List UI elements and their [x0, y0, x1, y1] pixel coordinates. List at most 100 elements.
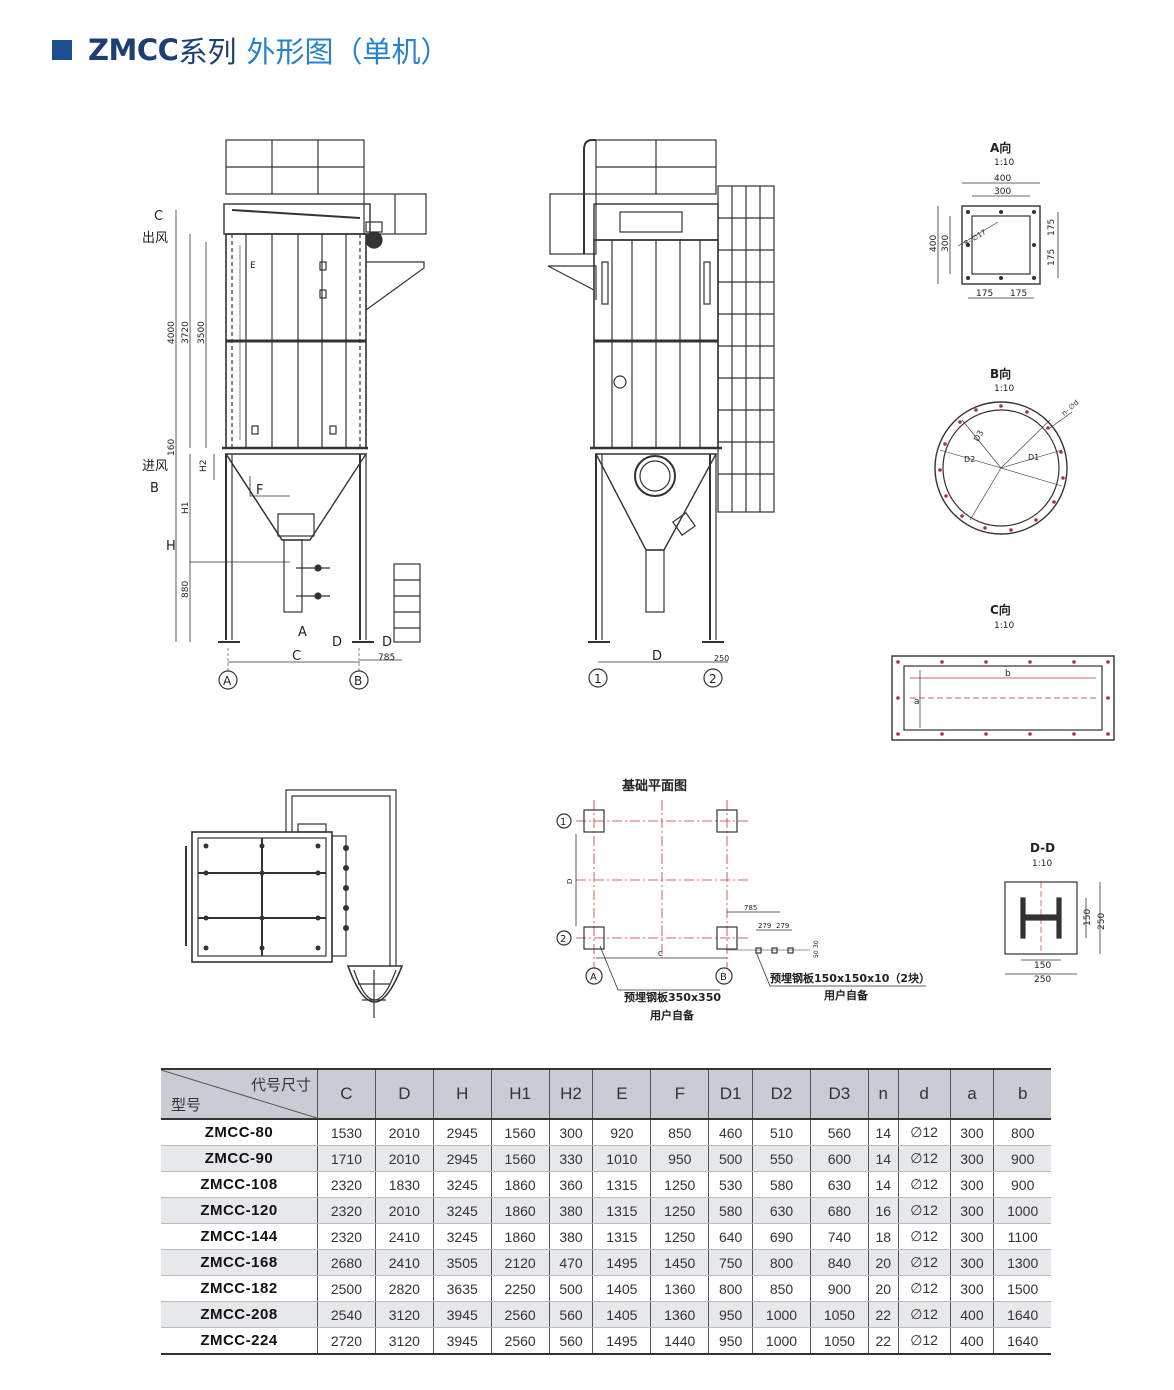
view-c-scale: 1:10: [994, 621, 1014, 631]
foundation-note1b: 用户自备: [650, 1008, 695, 1022]
value-cell: 920: [592, 1119, 651, 1146]
value-cell: 470: [548, 1249, 593, 1276]
value-cell: 2250: [490, 1275, 550, 1302]
corner-bottom-label: 型号: [171, 1097, 202, 1114]
value-cell: 14: [867, 1145, 899, 1172]
value-cell: 360: [548, 1171, 593, 1198]
foundation-axis-2: 2: [560, 934, 566, 945]
column-header: d: [897, 1068, 950, 1120]
value-cell: 1860: [490, 1171, 550, 1198]
value-cell: 3635: [432, 1275, 492, 1302]
model-cell: ZMCC-168: [161, 1249, 318, 1276]
model-cell: ZMCC-90: [161, 1145, 318, 1172]
value-cell: 3245: [432, 1223, 492, 1250]
foundation-note2a: 预埋钢板150x150x10（2块）: [770, 971, 930, 985]
spec-table: 代号尺寸 型号 C D H H1 H2 E F D1 D2 D3 n d a b…: [161, 1068, 1051, 1355]
view-a-175-h1: 175: [976, 289, 993, 299]
view-a-175-v2: 175: [1047, 249, 1057, 266]
value-cell: 14: [867, 1119, 899, 1146]
view-dd-250: 250: [1034, 975, 1051, 985]
view-dd-title: D-D: [1030, 841, 1055, 855]
value-cell: 300: [949, 1171, 994, 1198]
axis-B: B: [354, 674, 362, 688]
value-cell: 900: [809, 1275, 869, 1302]
value-cell: 1360: [650, 1275, 709, 1302]
value-cell: 1250: [650, 1171, 709, 1198]
value-cell: 400: [949, 1327, 994, 1355]
value-cell: 3945: [432, 1301, 492, 1328]
value-cell: 1315: [592, 1223, 651, 1250]
value-cell: 560: [548, 1327, 593, 1355]
value-cell: 14: [867, 1171, 899, 1198]
view-b-title: B向: [990, 366, 1011, 381]
dim-E: E: [250, 261, 256, 271]
value-cell: 2540: [317, 1301, 376, 1328]
value-cell: 1830: [374, 1171, 434, 1198]
value-cell: 300: [949, 1197, 994, 1224]
model-cell: ZMCC-80: [161, 1119, 318, 1146]
value-cell: 1010: [592, 1145, 651, 1172]
view-dd-150: 150: [1034, 961, 1051, 971]
view-c-b: b: [1005, 669, 1011, 679]
value-cell: ∅12: [897, 1301, 950, 1328]
plan-view: [185, 789, 404, 1018]
value-cell: 300: [949, 1249, 994, 1276]
value-cell: 2320: [317, 1171, 376, 1198]
value-cell: 630: [752, 1197, 811, 1224]
value-cell: 580: [752, 1171, 811, 1198]
value-cell: ∅12: [897, 1249, 950, 1276]
value-cell: ∅12: [897, 1119, 950, 1146]
value-cell: 630: [809, 1171, 869, 1198]
value-cell: 1495: [592, 1327, 651, 1355]
value-cell: 300: [949, 1119, 994, 1146]
value-cell: 1405: [592, 1301, 651, 1328]
value-cell: 510: [752, 1119, 811, 1146]
value-cell: 1250: [650, 1223, 709, 1250]
dim-C: C: [292, 649, 301, 664]
title-model: ZMCC: [88, 33, 179, 67]
value-cell: 22: [867, 1327, 899, 1355]
dim-H1: H1: [181, 502, 191, 515]
value-cell: 500: [548, 1275, 593, 1302]
label-D-left: D: [332, 635, 342, 650]
foundation-30: 30: [813, 940, 820, 948]
value-cell: 600: [809, 1145, 869, 1172]
view-a: [937, 182, 1059, 299]
value-cell: 640: [708, 1223, 753, 1250]
dim-880: 880: [181, 581, 191, 598]
value-cell: 1050: [809, 1327, 869, 1355]
value-cell: 1315: [592, 1171, 651, 1198]
view-a-400: 400: [994, 174, 1011, 184]
front-view: [175, 139, 427, 690]
value-cell: 1500: [993, 1275, 1051, 1302]
view-a-hole: 8- ∅17: [963, 228, 988, 248]
view-dd-150-v: 150: [1083, 909, 1093, 926]
value-cell: 950: [650, 1145, 709, 1172]
foundation-axis-1: 1: [560, 817, 566, 828]
value-cell: 950: [708, 1327, 753, 1355]
value-cell: 550: [752, 1145, 811, 1172]
view-c: [891, 655, 1115, 741]
model-cell: ZMCC-108: [161, 1171, 318, 1198]
title-series: 系列: [178, 35, 237, 69]
value-cell: 2010: [374, 1119, 434, 1146]
label-F: F: [256, 483, 263, 498]
value-cell: 1405: [592, 1275, 651, 1302]
column-header: F: [650, 1068, 709, 1120]
column-header: D1: [708, 1068, 753, 1120]
value-cell: 1100: [993, 1223, 1051, 1250]
value-cell: 460: [708, 1119, 753, 1146]
value-cell: ∅12: [897, 1197, 950, 1224]
value-cell: 2010: [374, 1145, 434, 1172]
foundation-note1a: 预埋钢板350x350: [624, 990, 721, 1004]
view-b-D1: D1: [1028, 453, 1039, 462]
value-cell: 380: [548, 1223, 593, 1250]
foundation-C: C: [658, 950, 663, 958]
value-cell: 300: [548, 1119, 593, 1146]
value-cell: 1560: [490, 1145, 550, 1172]
